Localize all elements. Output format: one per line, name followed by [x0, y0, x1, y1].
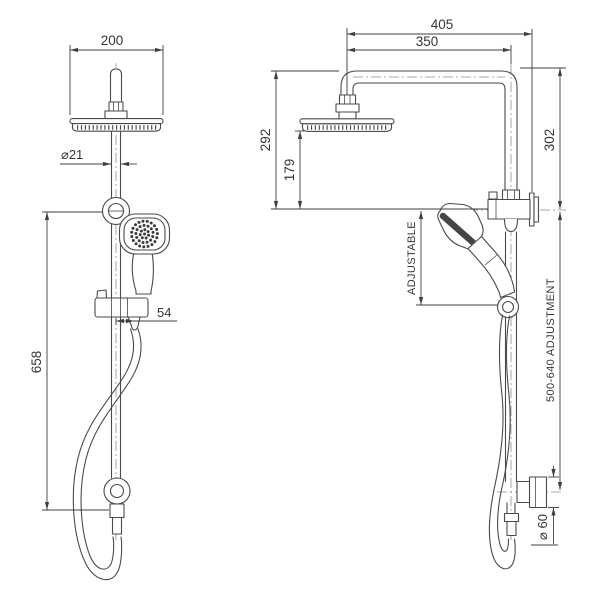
front-hose [72, 328, 142, 581]
dim-hose-offset: 54 [115, 305, 177, 325]
dim-pipe-diameter: ⌀21 [60, 147, 137, 167]
front-ring-mount [101, 196, 131, 226]
side-diverter [487, 189, 540, 233]
dim-riser-height: 302 [520, 67, 566, 209]
spray-face-dots [130, 219, 159, 249]
dim-head-clearance: 179 [282, 130, 304, 209]
dim-arm-projection: 350 [346, 34, 512, 64]
dim-outlet-diameter: ⌀ 60 [531, 466, 559, 546]
front-hand-shower [118, 213, 171, 295]
centerlines [106, 60, 566, 540]
dim-adjustable-label: ADJUSTABLE [406, 221, 418, 295]
dim-arm-reach: 405 [346, 17, 533, 192]
side-hand-shower [437, 202, 520, 319]
dim-head-clearance-label: 179 [282, 159, 297, 182]
dim-adjustment-range: 500-640 ADJUSTMENT [545, 211, 563, 490]
side-overhead-shower [299, 94, 395, 132]
dim-head-width: 200 [69, 33, 164, 115]
front-overhead-shower [69, 118, 164, 132]
dim-arm-reach-label: 405 [431, 17, 454, 32]
side-hose [488, 314, 516, 570]
dim-adjustment-range-label: 500-640 ADJUSTMENT [545, 278, 557, 402]
front-slider-bracket [94, 289, 149, 331]
dim-hose-offset-label: 54 [157, 305, 171, 320]
dim-rail-height-label: 658 [29, 351, 44, 374]
front-wall-elbow [103, 477, 131, 535]
dim-pipe-diameter-label: ⌀21 [61, 147, 83, 162]
dimensions: 200 ⌀21 658 54 405 [29, 17, 566, 546]
front-view [69, 68, 171, 581]
dim-riser-height-label: 302 [542, 129, 557, 152]
dim-head-drop: 292 [258, 70, 339, 209]
side-arm-and-riser [340, 70, 518, 515]
front-inlet-stub [104, 68, 128, 120]
side-wall-bracket [503, 476, 548, 537]
dim-arm-projection-label: 350 [416, 34, 439, 49]
dim-outlet-diameter-label: ⌀ 60 [535, 514, 550, 540]
dim-adjustable: ADJUSTABLE [406, 210, 424, 305]
dim-head-width-label: 200 [101, 33, 124, 48]
dim-head-drop-label: 292 [258, 129, 273, 152]
dim-rail-height: 658 [29, 211, 109, 511]
side-view [299, 70, 548, 570]
